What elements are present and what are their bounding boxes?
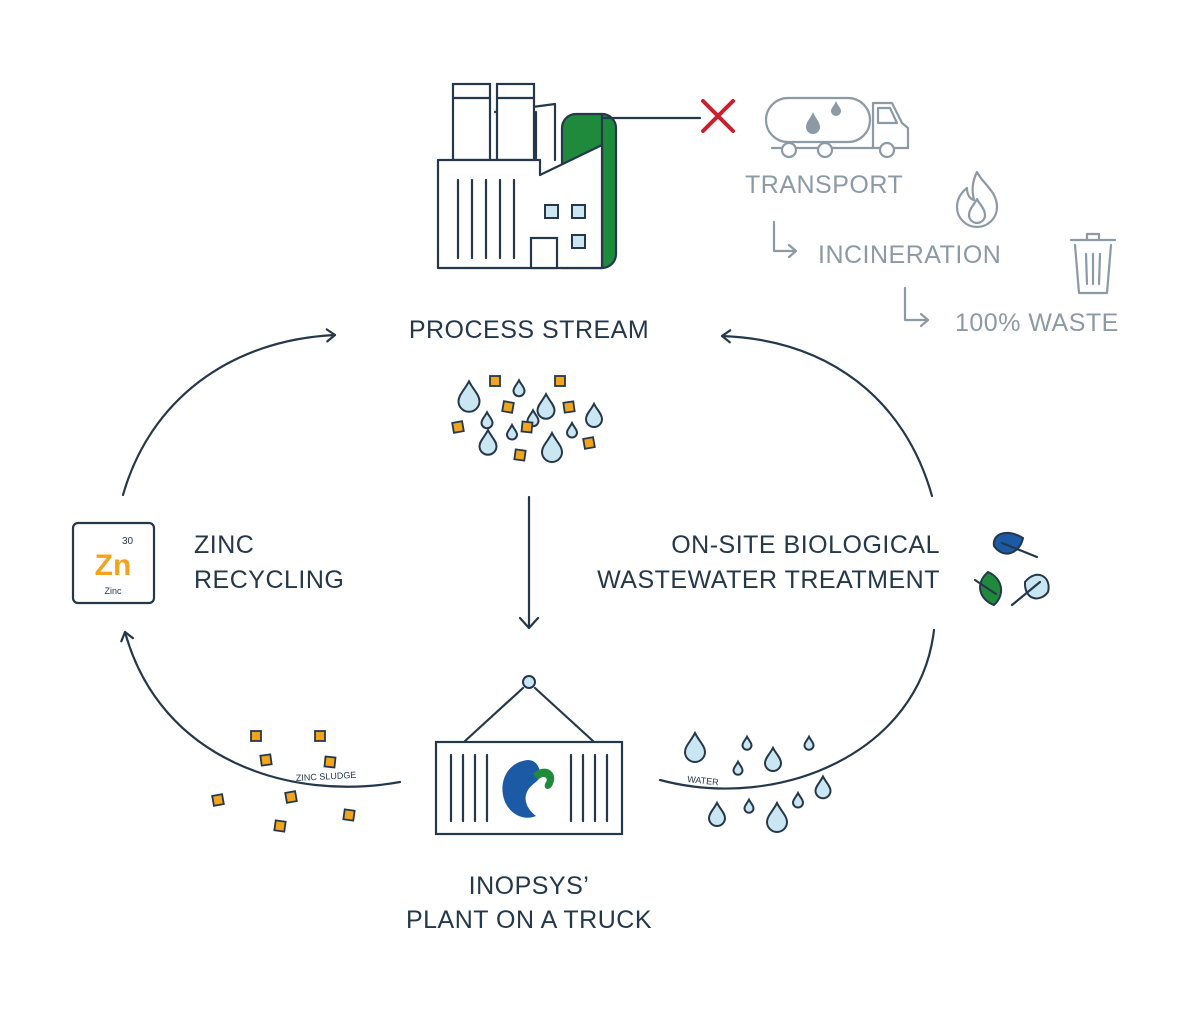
- water-drop-icon: [536, 391, 556, 420]
- factory-icon: [436, 82, 702, 270]
- arrow-to-incineration: [772, 220, 798, 259]
- arrow-plant-to-treatment: [658, 628, 936, 790]
- water-drop-icon: [478, 427, 498, 456]
- incineration-label: INCINERATION: [818, 241, 1001, 269]
- water-drop-icon: [743, 797, 755, 814]
- logo-icon: [502, 760, 555, 818]
- zinc-particle-icon: [284, 790, 298, 804]
- water-drop-icon: [457, 379, 481, 413]
- zinc-particle-icon: [273, 819, 287, 833]
- water-drop-icon: [540, 430, 564, 463]
- arrow-to-waste: [903, 286, 930, 328]
- element-name: Zinc: [104, 586, 122, 596]
- arrow-zinc-to-stream: [121, 328, 337, 497]
- arrow-to-plant: [518, 495, 540, 630]
- process-stream-particles: [451, 375, 604, 463]
- zinc-particle-icon: [250, 730, 262, 742]
- treatment-label-line1: ON-SITE BIOLOGICAL: [671, 531, 940, 559]
- zinc-particle-icon: [554, 375, 566, 387]
- water-drop-icon: [803, 734, 815, 751]
- truck-icon: [764, 96, 910, 159]
- zinc-particle-icon: [342, 808, 356, 822]
- water-drop-icon: [814, 774, 832, 800]
- water-drop-icon: [732, 759, 744, 776]
- zinc-particle-icon: [489, 375, 501, 387]
- water-label: WATER: [687, 774, 720, 787]
- water-drop-icon: [565, 420, 579, 439]
- arrow-treatment-to-stream: [720, 329, 934, 498]
- arrow-plant-to-zinc: [120, 630, 402, 788]
- water-drop-icon: [683, 730, 707, 763]
- zinc-particle-icon: [501, 400, 515, 414]
- zinc-element-tile: 30 Zn Zinc: [71, 521, 156, 605]
- zinc-particle-icon: [211, 793, 225, 807]
- zinc-particle-icon: [323, 755, 337, 769]
- water-drop-icon: [791, 790, 805, 809]
- element-number: 30: [122, 536, 134, 547]
- water-drop-icon: [512, 378, 526, 398]
- zinc-particle-icon: [520, 420, 534, 434]
- treatment-label-line2: WASTEWATER TREATMENT: [597, 566, 940, 594]
- plant-label-line1: INOPSYS’: [469, 872, 590, 900]
- water-drop-icon: [763, 745, 783, 772]
- zinc-recycling-label-line1: ZINC: [194, 531, 254, 559]
- water-drop-icon: [584, 401, 604, 428]
- zinc-sludge-particles: [211, 730, 356, 833]
- water-drop-icon: [707, 800, 727, 827]
- trash-icon: [1069, 232, 1117, 295]
- transport-label: TRANSPORT: [745, 171, 903, 199]
- water-drop-icon: [505, 422, 519, 441]
- process-stream-label: PROCESS STREAM: [409, 316, 649, 344]
- zinc-particle-icon: [451, 420, 465, 434]
- zinc-particle-icon: [562, 400, 576, 414]
- zinc-particle-icon: [513, 448, 527, 462]
- blocked-x-icon: [701, 99, 735, 133]
- zinc-sludge-label: ZINC SLUDGE: [296, 770, 357, 783]
- waste-label: 100% WASTE: [955, 309, 1119, 337]
- zinc-particle-icon: [259, 753, 273, 767]
- water-drop-icon: [741, 734, 753, 751]
- element-symbol: Zn: [95, 549, 132, 582]
- flame-icon: [955, 170, 999, 229]
- zinc-particle-icon: [582, 436, 596, 450]
- leaf-icon: [973, 531, 1050, 607]
- zinc-recycling-label-line2: RECYCLING: [194, 566, 344, 594]
- water-drop-icon: [765, 800, 789, 833]
- plant-label-line2: PLANT ON A TRUCK: [406, 906, 652, 934]
- water-particles: [683, 730, 832, 833]
- water-drop-icon: [480, 410, 494, 430]
- zinc-particle-icon: [314, 730, 326, 742]
